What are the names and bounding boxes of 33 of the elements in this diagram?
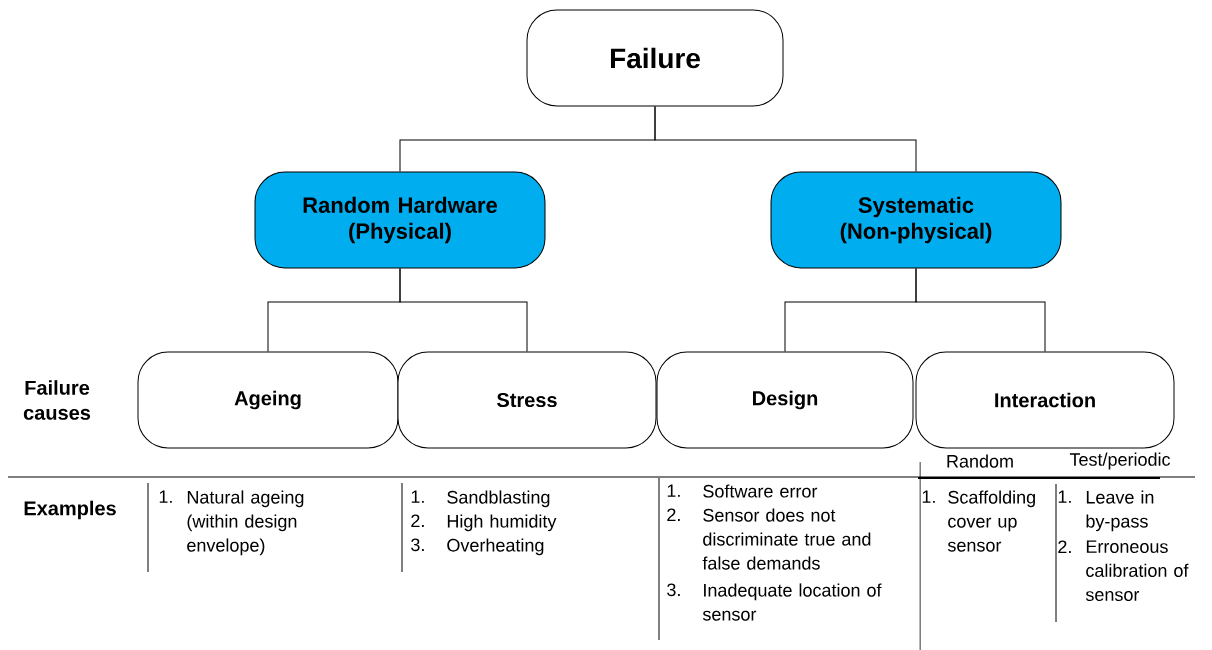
category-box: Ageing bbox=[137, 351, 399, 449]
list-item: Software error bbox=[703, 484, 818, 498]
list-item: Overheating bbox=[447, 538, 544, 556]
category-box: Stress bbox=[397, 351, 657, 449]
list-number: 1. bbox=[411, 490, 424, 503]
list-item: Erroneous calibration of sensor bbox=[1085, 540, 1189, 601]
list-item: Natural ageing (within design envelope) bbox=[187, 490, 304, 556]
list-number: 2. bbox=[1058, 540, 1071, 553]
list-item: High humidity bbox=[447, 514, 557, 532]
connector-line bbox=[399, 268, 528, 352]
list-item: Sensor does not discriminate true and false demands bbox=[702, 508, 871, 570]
list-number: 3. bbox=[411, 538, 424, 552]
connector-line bbox=[915, 268, 1046, 352]
list-number: 1. bbox=[159, 490, 172, 503]
category-box: Design bbox=[656, 351, 914, 449]
list-item: Inadequate location of sensor bbox=[702, 583, 882, 621]
list-number: 1. bbox=[1058, 490, 1071, 503]
category-box: Random Hardware (Physical) bbox=[254, 171, 546, 269]
row-heading: Examples bbox=[24, 500, 116, 520]
category-box: Systematic (Non-physical) bbox=[770, 171, 1062, 269]
list-number: 3. bbox=[667, 583, 680, 597]
list-item: Sandblasting bbox=[447, 490, 550, 508]
column-heading: Random bbox=[947, 454, 1013, 468]
list-number: 2. bbox=[411, 514, 424, 527]
connector-line bbox=[654, 106, 917, 172]
list-item: Scaffolding cover up sensor bbox=[947, 490, 1035, 552]
category-box: Interaction bbox=[915, 351, 1175, 449]
list-number: 1. bbox=[922, 490, 935, 503]
list-number: 2. bbox=[667, 508, 680, 521]
list-item: Leave in by-pass bbox=[1086, 490, 1154, 532]
row-heading: Failure causes bbox=[23, 380, 91, 420]
root-box: Failure bbox=[526, 9, 784, 107]
list-number: 1. bbox=[667, 484, 680, 497]
